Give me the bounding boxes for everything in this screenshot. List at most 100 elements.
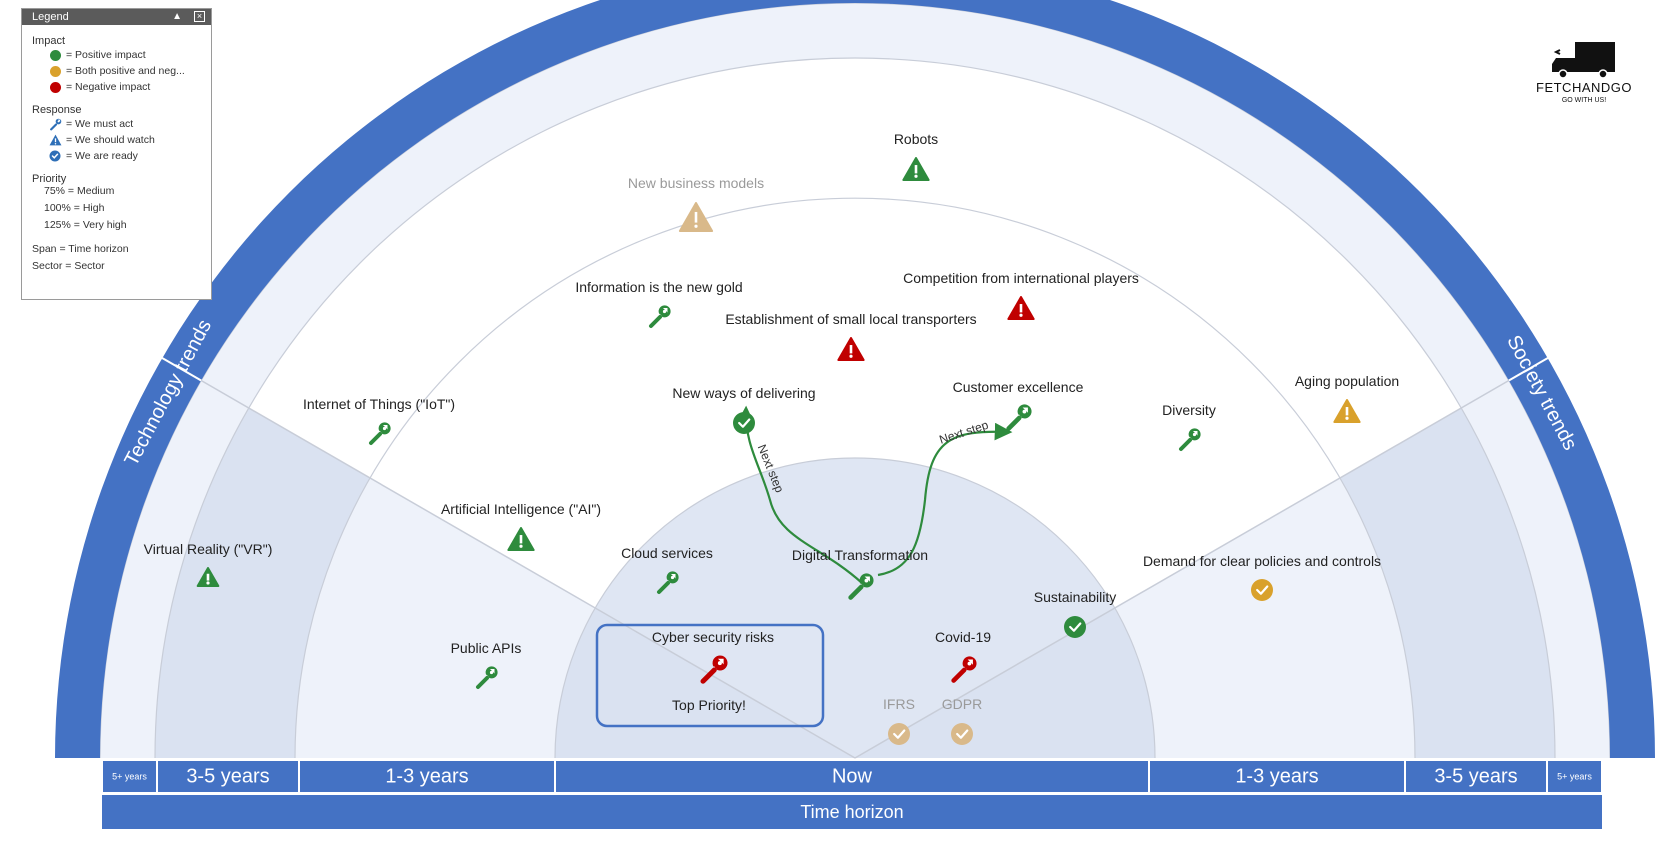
check-icon <box>48 150 62 162</box>
trend-item[interactable]: GDPR <box>942 696 982 745</box>
trend-item[interactable]: Customer excellence <box>953 379 1084 431</box>
axis-title-bar <box>102 795 1602 829</box>
trend-item[interactable]: Cloud services <box>621 545 713 594</box>
warning-icon <box>902 157 930 181</box>
legend-response-title: Response <box>32 104 82 116</box>
wrench-icon <box>369 422 391 445</box>
trend-item[interactable]: Robots <box>894 131 938 181</box>
impact-dot-icon <box>49 49 61 61</box>
trend-item[interactable]: Virtual Reality ("VR") <box>144 541 273 587</box>
ring-divider <box>1508 357 1549 382</box>
axis-cell <box>1546 759 1603 794</box>
legend-span: Span = Time horizon <box>32 243 129 255</box>
legend-response-item: = We should watch <box>32 132 201 148</box>
check-icon <box>733 412 755 434</box>
trend-item[interactable]: New business models <box>628 175 764 232</box>
warning-icon <box>48 134 62 146</box>
wrench-icon <box>1179 428 1201 451</box>
axis-label: 1-3 years <box>1235 765 1318 787</box>
legend-panel[interactable]: Legend ▲ × Impact = Positive impact= Bot… <box>21 8 212 300</box>
wrench-icon <box>657 571 679 594</box>
trend-item-label: Robots <box>894 131 938 147</box>
legend-title: Legend <box>32 11 69 23</box>
trend-item-label: Competition from international players <box>903 270 1139 286</box>
trend-item[interactable]: Information is the new gold <box>575 279 743 328</box>
trend-item-label: Digital Transformation <box>792 547 928 563</box>
trend-item-label: New business models <box>628 175 764 191</box>
trend-item-label: Public APIs <box>451 640 522 656</box>
trend-item-label: Virtual Reality ("VR") <box>144 541 273 557</box>
axis-label: 5+ years <box>1557 771 1592 781</box>
wrench-icon <box>700 655 728 684</box>
trend-item-label: Establishment of small local transporter… <box>725 311 976 327</box>
trend-item[interactable]: Diversity <box>1162 402 1216 451</box>
legend-response-label: = We should watch <box>66 134 155 146</box>
trend-item[interactable]: IFRS <box>883 696 915 745</box>
legend-response-label: = We must act <box>66 118 134 130</box>
trend-item-label: Artificial Intelligence ("AI") <box>441 501 601 517</box>
trend-item[interactable]: Artificial Intelligence ("AI") <box>441 501 601 551</box>
logo: FETCHANDGO GO WITH US! <box>1536 42 1632 104</box>
truck-icon <box>1552 42 1615 79</box>
trend-item-label: Cyber security risks <box>652 629 774 645</box>
axis-label: 1-3 years <box>385 765 468 787</box>
axis-title: Time horizon <box>800 802 903 822</box>
impact-dot-icon <box>49 81 61 93</box>
trend-item[interactable]: Aging population <box>1295 373 1399 423</box>
wrench-icon <box>649 305 671 328</box>
legend-impact-label: = Positive impact <box>66 49 146 61</box>
logo-name: FETCHANDGO <box>1536 80 1632 95</box>
trend-item[interactable]: Cyber security risks <box>652 629 774 684</box>
legend-header[interactable]: Legend ▲ × <box>22 9 211 25</box>
trend-item-label: Demand for clear policies and controls <box>1143 553 1381 569</box>
trend-item[interactable]: Public APIs <box>451 640 522 689</box>
trend-item-label: Information is the new gold <box>575 279 742 295</box>
trend-item-label: Cloud services <box>621 545 713 561</box>
trend-item[interactable]: Demand for clear policies and controls <box>1143 553 1381 601</box>
warning-icon <box>837 337 865 361</box>
trend-item-label: Covid-19 <box>935 629 991 645</box>
collapse-icon[interactable]: ▲ <box>172 11 182 22</box>
top-priority-box <box>595 623 825 728</box>
trend-item[interactable]: Internet of Things ("IoT") <box>303 396 455 445</box>
sector-dividers <box>200 379 1510 759</box>
wrench-icon <box>951 656 977 683</box>
close-icon[interactable]: × <box>194 11 205 22</box>
axis-label: 5+ years <box>112 771 147 781</box>
trend-item[interactable]: Establishment of small local transporter… <box>725 311 977 361</box>
next-step-arrow-delivering <box>736 405 863 584</box>
legend-impact-label: = Both positive and neg... <box>66 65 185 77</box>
axis-label: 3-5 years <box>186 765 269 787</box>
band-outline <box>554 457 1156 759</box>
business-band-3-5 <box>248 58 1462 478</box>
trend-item[interactable]: Covid-19 <box>935 629 991 683</box>
impact-dot-icon <box>49 65 61 77</box>
legend-impact-item: = Both positive and neg... <box>32 63 201 79</box>
wrench-icon <box>476 666 498 689</box>
trend-item-label: Customer excellence <box>953 379 1084 395</box>
trend-item-label: New ways of delivering <box>672 385 815 401</box>
business-band-5plus <box>201 3 1509 408</box>
warning-icon <box>1333 399 1361 423</box>
trend-item[interactable]: New ways of delivering <box>672 385 816 434</box>
axis-label: 3-5 years <box>1434 765 1517 787</box>
sector-divider <box>200 379 856 759</box>
sector-divider <box>854 379 1510 759</box>
warning-icon <box>507 527 535 551</box>
wrench-icon <box>1006 404 1032 431</box>
warning-icon <box>678 202 714 232</box>
band-outline <box>154 57 1556 759</box>
legend-impact-item: = Negative impact <box>32 79 201 95</box>
trend-item[interactable]: Sustainability <box>1034 589 1117 638</box>
legend-response-item: = We must act <box>32 116 201 132</box>
legend-response-label: = We are ready <box>66 150 138 162</box>
trend-item[interactable]: Competition from international players <box>903 270 1139 320</box>
trend-item[interactable]: Digital Transformation <box>792 547 928 600</box>
axis-label: Now <box>832 765 873 787</box>
check-icon <box>1251 579 1273 601</box>
logo-tagline: GO WITH US! <box>1562 97 1606 104</box>
check-icon <box>951 723 973 745</box>
